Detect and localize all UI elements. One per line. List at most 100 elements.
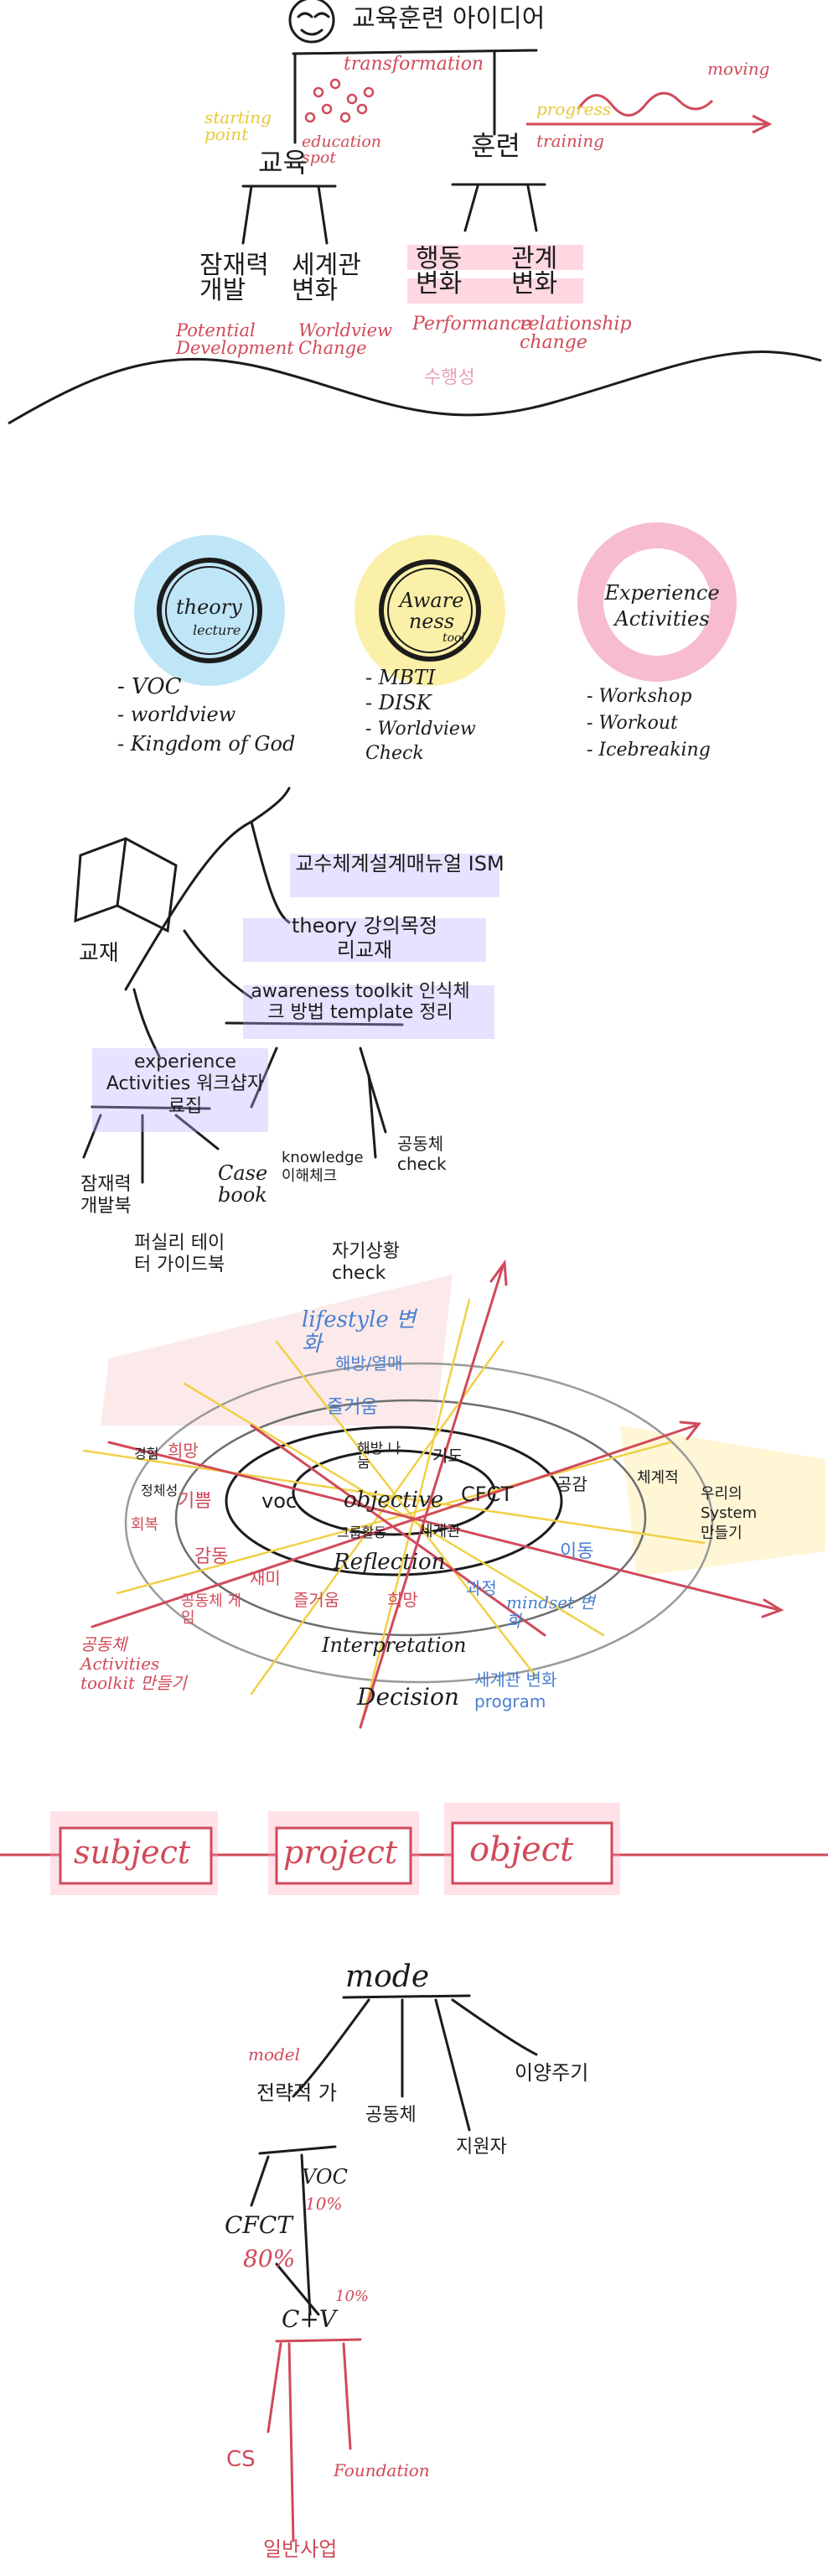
performance-note: 수행성 xyxy=(424,367,475,388)
progress-label: progress xyxy=(536,99,612,119)
mindset-label: mindset 변화 xyxy=(506,1592,595,1631)
theory-circle-title: theory xyxy=(176,595,242,619)
cfct-label: CFCT xyxy=(461,1483,513,1506)
transfer-branch: 이양주기 xyxy=(515,2061,589,2085)
transformation-label: transformation xyxy=(344,54,484,75)
model-label: model xyxy=(248,2044,301,2064)
training-label: training xyxy=(536,131,604,151)
awareness-item: - Worldview Check xyxy=(365,719,476,764)
interpretation-label: Interpretation xyxy=(322,1633,467,1657)
book-label: 교재 xyxy=(79,941,119,966)
project-box: project xyxy=(283,1834,398,1871)
experience-item: - Workout xyxy=(587,713,678,734)
theory-item: - VOC xyxy=(117,674,182,699)
experience-circle-title: Experience Activities xyxy=(604,581,720,631)
task-label: 과정 xyxy=(466,1578,497,1598)
community-game-label: 공동체 게임 xyxy=(181,1592,241,1627)
decision-label: Decision xyxy=(357,1683,459,1711)
ring-worldview-label: 세계관 xyxy=(419,1523,461,1540)
experience-label: 경험 xyxy=(134,1446,159,1462)
awareness-item: - DISK xyxy=(365,691,432,714)
knowledge-check-node: knowledge 이해체크 xyxy=(282,1149,364,1185)
smiley-icon xyxy=(288,0,335,44)
theory-material-node: theory 강의목정리교재 xyxy=(291,914,438,962)
objective-label: objective xyxy=(344,1488,444,1513)
casebook-node: Case book xyxy=(218,1161,268,1208)
identity-label: 정체성 xyxy=(141,1483,179,1498)
behavior-node: 행동 변화 xyxy=(416,244,463,299)
cs-node: CS xyxy=(226,2447,256,2472)
worldview-node: 세계관 변화 xyxy=(292,251,361,305)
book-icon xyxy=(74,837,178,933)
potential-book-node: 잠재력 개발북 xyxy=(80,1174,132,1218)
awareness-circle-sub: tool xyxy=(442,631,465,645)
section-materials-tree xyxy=(74,787,404,1184)
joy-label: 공감 xyxy=(556,1474,587,1494)
hope-left-label: 희망 xyxy=(168,1441,199,1461)
experience-item: - Workshop xyxy=(587,686,692,707)
training-node: 훈련 xyxy=(471,130,520,162)
education-spot-dots xyxy=(304,78,375,123)
supporter-branch: 지원자 xyxy=(456,2137,507,2158)
education-spot-label: education spot xyxy=(302,132,381,167)
cfct-node: CFCT xyxy=(225,2211,292,2239)
worldview-en: Worldview Change xyxy=(298,320,392,358)
relationship-node: 관계 변화 xyxy=(511,244,558,299)
awareness-item: - MBTI xyxy=(365,666,436,689)
education-node: 교육 xyxy=(258,147,308,179)
ring-sharing-label: 해방 나눔 xyxy=(357,1441,401,1472)
voc-node: VOC xyxy=(302,2165,348,2189)
section-target-diagram xyxy=(82,1259,825,1729)
performance-en: Performance xyxy=(412,314,532,335)
cfct-pct: 80% xyxy=(243,2245,296,2272)
section-divider xyxy=(8,351,822,425)
voc-pct: 10% xyxy=(305,2194,343,2214)
object-box: object xyxy=(469,1831,574,1869)
awareness-toolkit-node: awareness toolkit 인식체크 방법 template 정리 xyxy=(251,981,470,1024)
mode-title: mode xyxy=(345,1960,430,1994)
progress-arrow xyxy=(526,114,773,134)
facilitator-guide-node: 퍼실리 테이터 가이드북 xyxy=(134,1233,225,1276)
fun3-label: 즐거움 xyxy=(293,1590,340,1610)
subject-box: subject xyxy=(74,1834,191,1871)
theory-circle-sub: lecture xyxy=(193,622,241,638)
fun-label: 즐거움 xyxy=(327,1397,378,1418)
relief-label: 회복 xyxy=(131,1516,159,1534)
experience-item: - Icebreaking xyxy=(587,740,711,761)
awareness-circle-title: Aware ness xyxy=(399,589,464,634)
potential-en: Potential Development xyxy=(176,320,294,358)
community-branch: 공동체 xyxy=(365,2105,417,2126)
theory-item: - worldview xyxy=(117,703,236,726)
cv-pct: 10% xyxy=(335,2288,370,2305)
section-subject-project-object xyxy=(0,1803,828,1895)
general-business-node: 일반사업 xyxy=(263,2537,338,2561)
community-check-node: 공동체 check xyxy=(397,1134,447,1174)
leader-node: 전략적 가 xyxy=(256,2081,337,2105)
experience-workshop-node: experience Activities 워크샵자료집 xyxy=(106,1052,265,1117)
moving-wave xyxy=(577,91,714,117)
basic-label: 기쁨 xyxy=(178,1491,212,1512)
potential-node: 잠재력 개발 xyxy=(199,251,269,305)
section-three-circles xyxy=(134,522,737,686)
reflection-label: Reflection xyxy=(334,1550,446,1575)
cv-node: C+V xyxy=(282,2305,337,2333)
voc-label: voc xyxy=(261,1489,298,1513)
self-check-node: 자기상황 check xyxy=(332,1241,400,1285)
moving-label: moving xyxy=(707,59,770,79)
feeling-label: 이동 xyxy=(560,1541,594,1562)
lifestyle-label: lifestyle 변화 xyxy=(302,1307,417,1357)
community-toolkit-label: 공동체 Activities toolkit 만들기 xyxy=(80,1634,187,1693)
system2-label: 체계적 xyxy=(637,1469,679,1487)
ring-group-label: 그룹활동 xyxy=(337,1524,386,1540)
hope2-label: 희망 xyxy=(387,1590,418,1610)
page-title: 교육훈련 아이디어 xyxy=(352,4,546,34)
relationship-en: relationship change xyxy=(520,314,632,353)
worldview-program-label: 세계관 변화program xyxy=(474,1670,557,1711)
manual-node: 교수체계설계매뉴얼 ISM xyxy=(295,852,505,875)
section-mode-tree xyxy=(250,1994,538,2316)
ring-prayer-label: 기도 xyxy=(432,1446,463,1466)
love-label: 해방/열매 xyxy=(335,1353,403,1374)
foundation-node: Foundation xyxy=(334,2460,430,2480)
starting-point-label: starting point xyxy=(204,107,272,144)
